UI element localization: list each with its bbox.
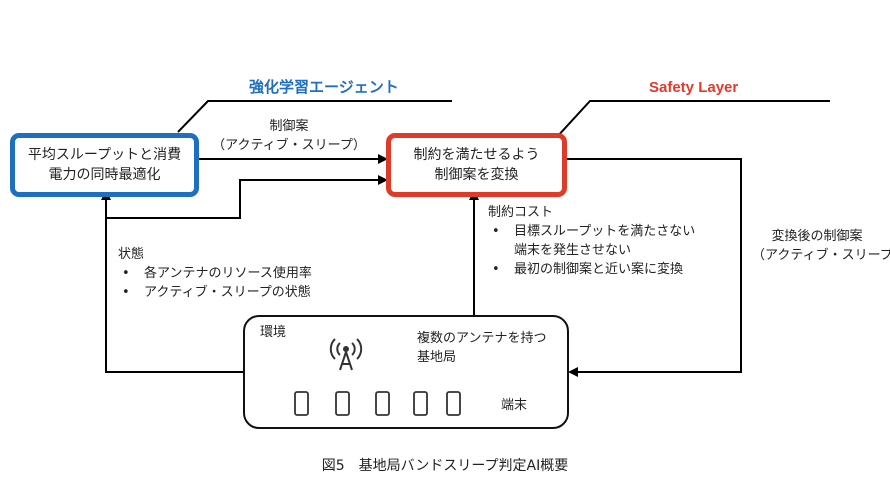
base-station-line1: 複数のアンテナを持つ	[417, 331, 547, 346]
agent-title-leader	[177, 100, 452, 133]
cost-item-throughput-line1: 目標スループットを満たさない	[514, 224, 696, 239]
environment-title: 環境	[260, 325, 287, 340]
state-item-resource-usage: 各アンテナのリソース使用率	[118, 264, 312, 283]
figure-caption: 図5 基地局バンドスリープ判定AI概要	[321, 458, 569, 474]
state-label: 状態 各アンテナのリソース使用率 アクティブ・スリープの状態	[118, 245, 312, 302]
agent-box: 平均スループットと消費 電力の同時最適化	[10, 133, 199, 197]
agent-box-line2: 電力の同時最適化	[48, 167, 161, 183]
agent-box-line1: 平均スループットと消費	[27, 147, 182, 163]
antenna-tower-icon	[329, 331, 363, 371]
smartphone-icon	[375, 391, 390, 416]
base-station-label: 複数のアンテナを持つ 基地局	[417, 329, 546, 367]
safety-box-line2: 制御案を変換	[434, 167, 519, 183]
smartphone-icon	[335, 391, 350, 416]
state-to-agent-arrow	[101, 190, 245, 373]
safety-title: Safety Layer	[649, 79, 739, 96]
terminals-label: 端末	[501, 398, 528, 413]
agent-title: 強化学習エージェント	[249, 78, 399, 96]
terminals-group	[293, 391, 473, 417]
converted-action-arrow	[565, 158, 742, 377]
cost-item-closeness: 最初の制御案と近い案に変換	[488, 260, 695, 279]
action-label-line1: 制御案	[269, 119, 309, 134]
cost-item-throughput-line2: 端末を発生させない	[514, 243, 632, 258]
cost-label-title: 制約コスト	[488, 205, 554, 220]
base-station-line2: 基地局	[417, 350, 457, 365]
state-label-title: 状態	[118, 247, 145, 262]
state-to-safety-arrow	[106, 175, 388, 219]
converted-label-line1: 変換後の制御案	[771, 229, 863, 244]
cost-label: 制約コスト 目標スループットを満たさない 端末を発生させない 最初の制御案と近い…	[488, 203, 695, 279]
cost-item-throughput: 目標スループットを満たさない 端末を発生させない	[488, 222, 695, 260]
state-item-active-sleep: アクティブ・スリープの状態	[118, 283, 312, 302]
smartphone-icon	[446, 391, 461, 416]
safety-box: 制約を満たせるよう 制御案を変換	[386, 133, 567, 197]
smartphone-icon	[294, 391, 309, 416]
environment-box: 環境 複数のアンテナを持つ 基地局 端末	[243, 315, 569, 429]
converted-label-line2: （アクティブ・スリープ）	[752, 248, 890, 263]
converted-label: 変換後の制御案 （アクティブ・スリープ）	[752, 227, 890, 265]
action-label: 制御案 （アクティブ・スリープ）	[200, 117, 378, 155]
smartphone-icon	[413, 391, 428, 416]
safety-title-leader	[555, 100, 830, 139]
safety-box-line1: 制約を満たせるよう	[413, 147, 540, 163]
action-label-line2: （アクティブ・スリープ）	[212, 138, 366, 153]
